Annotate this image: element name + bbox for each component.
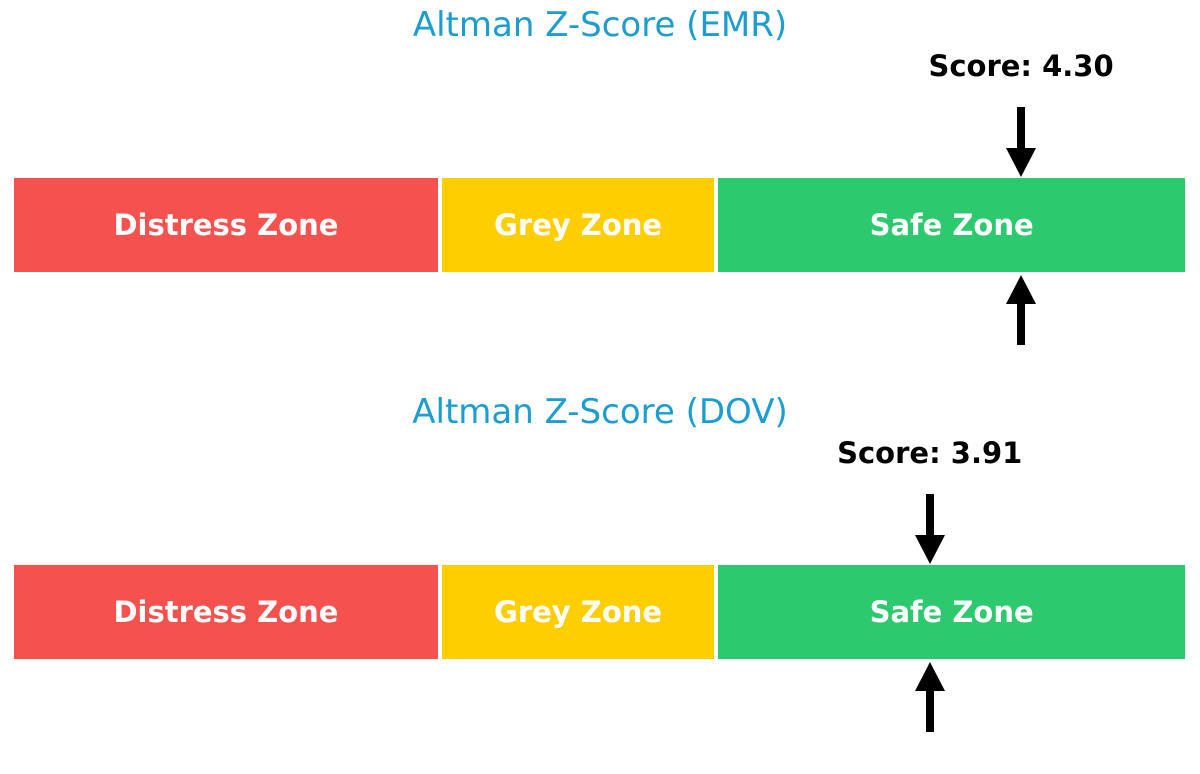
zone-safe: Safe Zone	[714, 178, 1185, 272]
zone-label-grey: Grey Zone	[494, 595, 663, 629]
zone-distress: Distress Zone	[14, 178, 438, 272]
chart-title: Altman Z-Score (EMR)	[412, 5, 788, 45]
down-arrow-icon	[914, 494, 945, 564]
zone-bar: Distress Zone Grey Zone Safe Zone	[14, 565, 1185, 659]
zone-label-safe: Safe Zone	[869, 595, 1034, 629]
score-annotation: Score: 4.30	[928, 49, 1114, 83]
zone-label-distress: Distress Zone	[113, 208, 339, 242]
chart-title: Altman Z-Score (DOV)	[412, 392, 788, 432]
up-arrow-icon	[914, 662, 945, 732]
zone-bar: Distress Zone Grey Zone Safe Zone	[14, 178, 1185, 272]
zscore-chart-emr: Altman Z-Score (EMR) Score: 4.30 Distres…	[14, 5, 1185, 345]
zone-safe: Safe Zone	[714, 565, 1185, 659]
zone-grey: Grey Zone	[437, 565, 715, 659]
score-annotation: Score: 3.91	[837, 436, 1023, 470]
zone-distress: Distress Zone	[14, 565, 438, 659]
down-arrow-icon	[1006, 107, 1037, 177]
zone-grey: Grey Zone	[437, 178, 715, 272]
up-arrow-icon	[1006, 275, 1037, 345]
zone-label-distress: Distress Zone	[113, 595, 339, 629]
zone-label-grey: Grey Zone	[494, 208, 663, 242]
zscore-chart-dov: Altman Z-Score (DOV) Score: 3.91 Distres…	[0, 387, 1200, 774]
zone-label-safe: Safe Zone	[869, 208, 1034, 242]
